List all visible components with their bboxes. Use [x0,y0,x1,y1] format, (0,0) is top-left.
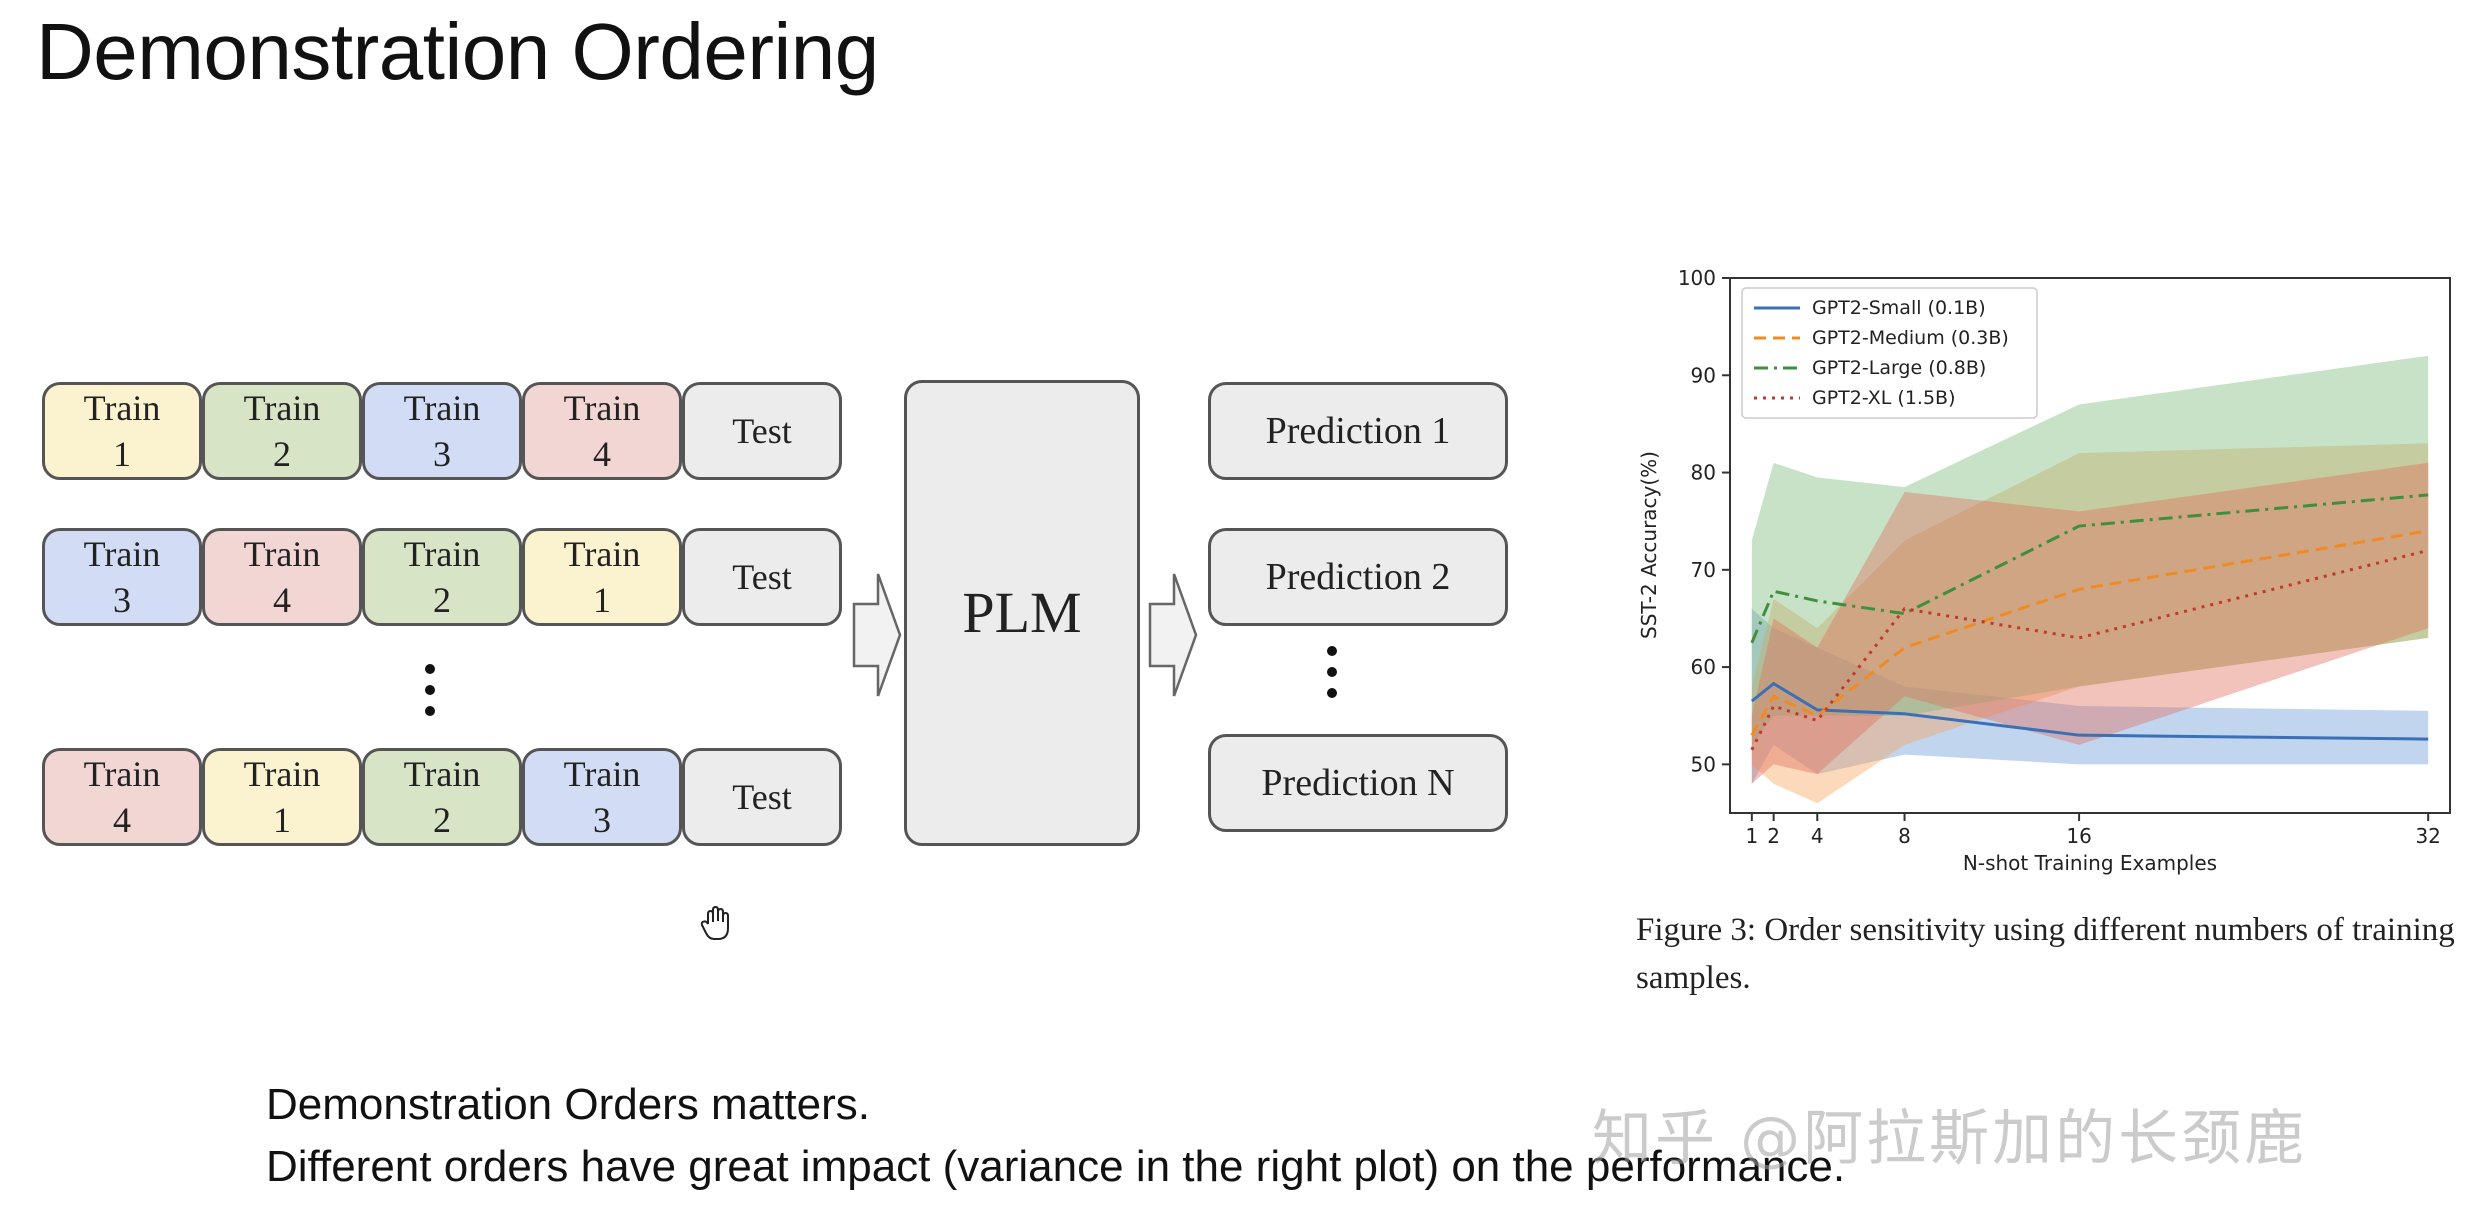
x-tick-label: 1 [1745,824,1758,848]
train-label: Train [243,754,321,794]
prediction-label: Prediction 1 [1265,410,1451,452]
train-label: Train [83,388,161,428]
y-tick-label: 70 [1691,558,1716,582]
test-label: Test [732,557,792,597]
train-index: 1 [593,580,611,620]
train-index: 4 [593,434,611,474]
train-label: Train [403,754,481,794]
y-tick-label: 100 [1678,266,1716,290]
train-index: 2 [433,800,451,840]
y-tick-label: 50 [1691,752,1716,776]
prediction-label: Prediction 2 [1265,556,1451,598]
arrow-right-icon [852,573,902,697]
train-label: Train [243,388,321,428]
y-tick-label: 60 [1691,655,1716,679]
legend-box [1741,287,2038,419]
test-box: Test [682,748,842,846]
train-label: Train [563,534,641,574]
test-box: Test [682,528,842,626]
series-line [1750,493,2429,644]
legend: GPT2-Small (0.1B) GPT2-Medium (0.3B) GPT2-… [1741,287,2038,419]
series-lines [1750,493,2429,751]
train-box: Train 3 [362,382,522,480]
ellipsis-vertical-icon [1327,646,1337,698]
train-index: 2 [273,434,291,474]
train-box: Train 3 [522,748,682,846]
slide-title: Demonstration Ordering [36,7,879,96]
legend-label: GPT2-Large (0.8B) [1812,357,1986,379]
variance-band [1751,608,2429,784]
train-label: Train [563,754,641,794]
train-label: Train [403,388,481,428]
train-index: 1 [273,800,291,840]
prediction-label: Prediction N [1261,762,1455,804]
legend-label: GPT2-XL (1.5B) [1812,387,1956,409]
train-box: Train 1 [42,382,202,480]
train-box: Train 4 [522,382,682,480]
y-tick-label: 90 [1691,363,1716,387]
ellipsis-vertical-icon [425,664,435,716]
train-box: Train 1 [522,528,682,626]
bottom-text-line-1: Demonstration Orders matters. [266,1080,870,1129]
train-box: Train 2 [362,528,522,626]
train-index: 3 [113,580,131,620]
train-index: 3 [593,800,611,840]
x-tick-label: 32 [2415,824,2440,848]
test-box: Test [682,382,842,480]
legend-label: GPT2-Medium (0.3B) [1812,327,2009,349]
train-box: Train 3 [42,528,202,626]
hand-cursor-icon [700,906,729,940]
train-box: Train 1 [202,748,362,846]
series-line [1750,681,2429,741]
plm-box: PLM [904,380,1140,846]
figure-caption: Figure 3: Order sensitivity using differ… [1636,912,2455,996]
plot-frame [1729,277,2451,814]
y-axis-label: SST-2 Accuracy(%) [1637,451,1661,639]
x-tick-label: 2 [1767,824,1780,848]
prediction-box: Prediction 1 [1208,382,1508,480]
prediction-box: Prediction N [1208,734,1508,832]
train-index: 4 [113,800,131,840]
x-tick-label: 16 [2066,824,2091,848]
test-label: Test [732,411,792,451]
prediction-box: Prediction 2 [1208,528,1508,626]
plm-label: PLM [962,580,1082,645]
train-label: Train [83,754,161,794]
train-box: Train 2 [202,382,362,480]
x-tick-label: 4 [1811,824,1824,848]
series-line [1750,529,2429,736]
x-tick-label: 8 [1898,824,1911,848]
y-axis: 50 60 70 80 90 100 [1678,266,1730,776]
train-box: Train 2 [362,748,522,846]
train-index: 4 [273,580,291,620]
variance-band [1751,355,2429,745]
train-label: Train [83,534,161,574]
y-tick-label: 80 [1691,461,1716,485]
train-index: 1 [113,434,131,474]
train-label: Train [563,388,641,428]
watermark: 知乎 @阿拉斯加的长颈鹿 [1592,1104,2308,1174]
variance-band [1751,462,2429,784]
train-box: Train 4 [42,748,202,846]
train-label: Train [243,534,321,574]
train-box: Train 4 [202,528,362,626]
variance-bands [1751,355,2429,804]
train-index: 2 [433,580,451,620]
legend-label: GPT2-Small (0.1B) [1812,297,1986,319]
test-label: Test [732,777,792,817]
bottom-text-line-2: Different orders have great impact (vari… [266,1142,1846,1191]
variance-band [1751,443,2429,804]
train-label: Train [403,534,481,574]
arrow-right-icon [1148,573,1198,697]
train-index: 3 [433,434,451,474]
x-axis-label: N-shot Training Examples [1963,851,2217,875]
